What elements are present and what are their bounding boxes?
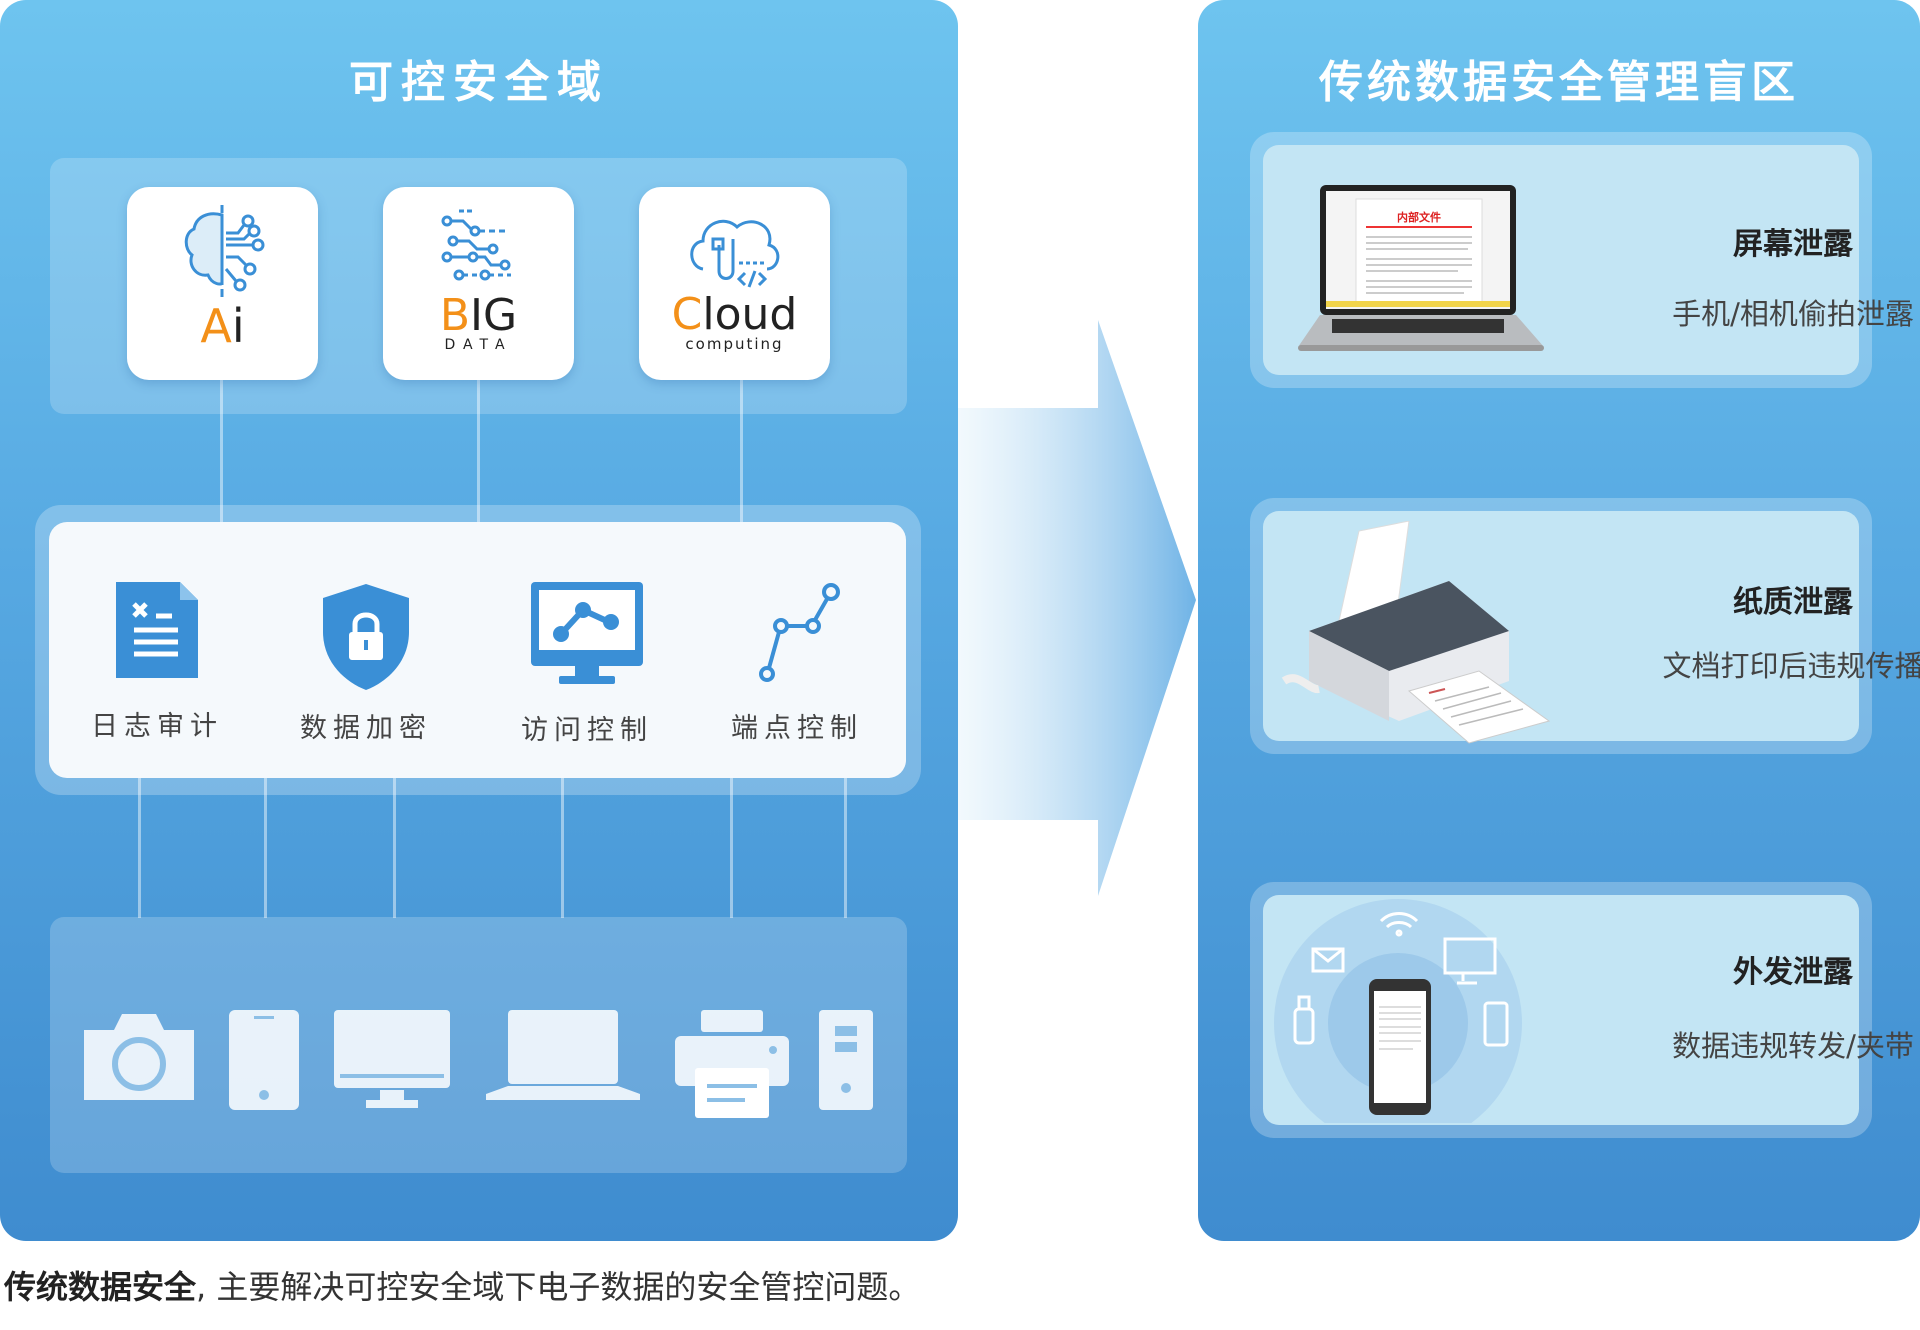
printer-paper-image xyxy=(1281,521,1551,744)
monitor-network-icon xyxy=(531,582,643,684)
connector-line xyxy=(393,778,396,918)
panel-title: 可控安全域 xyxy=(349,57,609,108)
tablet-icon xyxy=(229,1010,299,1110)
laptop-icon xyxy=(486,1010,640,1100)
ai-logo-accent: A xyxy=(200,299,232,353)
cloud-logo-accent: C xyxy=(671,289,703,340)
control-log-audit: 日志审计 xyxy=(77,582,237,743)
big-logo-sub: DATA xyxy=(444,337,513,353)
big-data-card: BIG DATA xyxy=(383,187,574,380)
monitor-icon xyxy=(334,1010,450,1108)
printer-icon xyxy=(675,1010,789,1118)
control-access: 访问控制 xyxy=(507,582,667,747)
document-heading: 内部文件 xyxy=(1397,211,1441,224)
connector-line xyxy=(844,778,847,918)
camera-icon xyxy=(84,1014,194,1100)
card-title: 屏幕泄露 xyxy=(1733,227,1853,262)
caption-bold: 传统数据安全 xyxy=(4,1268,197,1306)
card-title: 纸质泄露 xyxy=(1733,585,1853,620)
big-logo-text: IG xyxy=(470,290,518,341)
screen-leak-card: 内部文件 屏幕泄露 手机/相机偷拍泄露 xyxy=(1250,132,1914,388)
card-title: 外发泄露 xyxy=(1733,955,1853,990)
connector-line xyxy=(477,380,480,538)
cloud-logo-text: loud xyxy=(702,289,798,340)
ai-card: Ai xyxy=(127,187,318,380)
shield-lock-icon xyxy=(323,584,409,690)
control-endpoint: 端点控制 xyxy=(717,582,877,745)
cloud-card: Cloud computing xyxy=(639,187,830,380)
log-document-icon xyxy=(116,582,198,678)
cloud-logo-sub: computing xyxy=(685,335,784,353)
connector-line xyxy=(561,778,564,918)
connector-line xyxy=(730,778,733,918)
phone-devices-image xyxy=(1274,899,1522,1123)
caption: 传统数据安全, 主要解决可控安全域下电子数据的安全管控问题。 xyxy=(4,1262,920,1308)
security-controls-box: 日志审计 数据加密 访问控制 端点控制 xyxy=(49,522,906,778)
control-label: 端点控制 xyxy=(731,713,863,744)
controlled-security-domain-panel: 可控安全域 Ai BIG DATA Cloud computing 日志审计 xyxy=(0,0,958,1241)
outbound-leak-card: 外发泄露 数据违规转发/夹带 xyxy=(1250,882,1914,1138)
paper-leak-card: 纸质泄露 文档打印后违规传播 xyxy=(1250,498,1920,754)
server-icon xyxy=(819,1010,873,1110)
card-subtitle: 手机/相机偷拍泄露 xyxy=(1672,297,1914,331)
panel-title: 传统数据安全管理盲区 xyxy=(1319,57,1799,108)
control-label: 数据加密 xyxy=(300,713,432,744)
caption-text: , 主要解决可控安全域下电子数据的安全管控问题。 xyxy=(196,1268,921,1306)
cloud-code-icon xyxy=(689,219,779,288)
control-label: 访问控制 xyxy=(521,715,653,746)
connector-line xyxy=(740,380,743,538)
card-subtitle: 数据违规转发/夹带 xyxy=(1672,1029,1914,1063)
connector-line xyxy=(264,778,267,918)
connector-line xyxy=(138,778,141,918)
big-logo-accent: B xyxy=(439,290,471,341)
endpoint-path-icon xyxy=(759,583,840,682)
control-data-encryption: 数据加密 xyxy=(286,582,446,745)
ai-logo-text: i xyxy=(231,299,245,353)
transition-arrow xyxy=(958,320,1196,896)
data-circuit-icon xyxy=(441,209,511,281)
laptop-document-image xyxy=(1298,185,1544,351)
control-label: 日志审计 xyxy=(91,711,223,742)
connector-line xyxy=(220,380,223,538)
card-subtitle: 文档打印后违规传播 xyxy=(1662,649,1920,683)
brain-circuit-icon xyxy=(184,205,264,301)
